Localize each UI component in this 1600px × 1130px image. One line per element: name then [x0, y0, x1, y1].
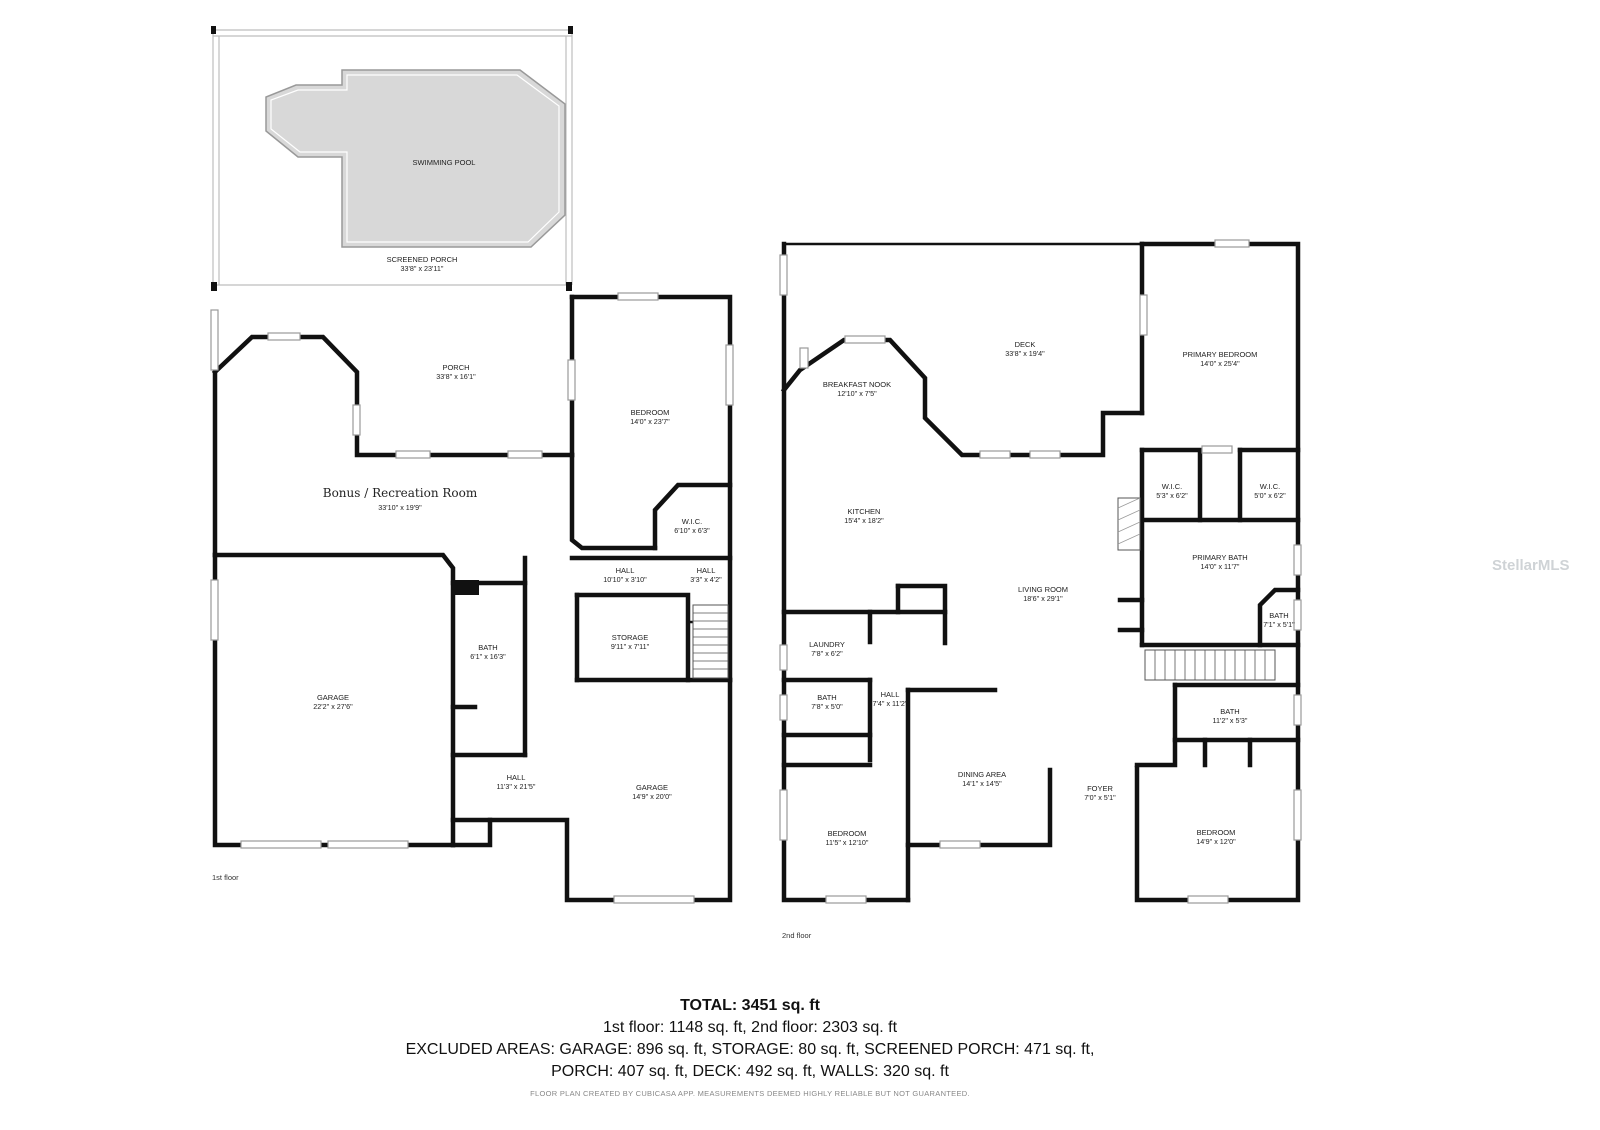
room-label: BATH — [1220, 707, 1239, 716]
room-dims: 14'1" x 14'5" — [962, 779, 1002, 788]
room-label: W.I.C. — [1162, 482, 1182, 491]
room-dims: 11'2" x 5'3" — [1213, 716, 1248, 725]
first-floor-windows — [210, 292, 734, 904]
room-label: BEDROOM — [631, 408, 670, 417]
room-label: PRIMARY BEDROOM — [1183, 350, 1258, 359]
room-dims: 14'9" x 12'0" — [1196, 837, 1236, 846]
room-label: LIVING ROOM — [1018, 585, 1068, 594]
first-floor-plan — [210, 26, 734, 904]
room-label: HALL — [697, 566, 716, 575]
room-label: HALL — [507, 773, 526, 782]
room-dims: 11'3" x 21'5" — [497, 782, 536, 791]
room-dims: 3'3" x 4'2" — [690, 575, 722, 584]
first-floor-walls — [211, 294, 733, 903]
room-label: SWIMMING POOL — [413, 158, 476, 167]
room-dims: 33'8" x 23'11" — [401, 264, 444, 273]
room-labels: SWIMMING POOL SCREENED PORCH 33'8" x 23'… — [313, 158, 1295, 847]
room-label: BEDROOM — [828, 829, 867, 838]
room-label: GARAGE — [636, 783, 668, 792]
area-summary: TOTAL: 3451 sq. ft 1st floor: 1148 sq. f… — [0, 995, 1500, 1098]
second-floor-stairs — [1144, 649, 1276, 681]
swimming-pool-outline — [265, 69, 566, 248]
room-label: SCREENED PORCH — [387, 255, 458, 264]
excluded-areas-line-2: PORCH: 407 sq. ft, DECK: 492 sq. ft, WAL… — [551, 1063, 949, 1080]
room-label: PRIMARY BATH — [1192, 553, 1247, 562]
room-label: Bonus / Recreation Room — [323, 486, 478, 500]
first-floor-stairs — [692, 604, 729, 679]
room-label: PORCH — [442, 363, 469, 372]
room-dims: 22'2" x 27'6" — [313, 702, 353, 711]
room-dims: 6'10" x 6'3" — [674, 526, 710, 535]
room-dims: 12'10" x 7'5" — [837, 389, 877, 398]
floor-caption-first: 1st floor — [212, 873, 239, 882]
total-area: TOTAL: 3451 sq. ft — [680, 997, 820, 1014]
excluded-areas-line-1: EXCLUDED AREAS: GARAGE: 896 sq. ft, STOR… — [405, 1041, 1095, 1058]
room-label: HALL — [616, 566, 635, 575]
room-dims: 7'8" x 6'2" — [811, 649, 843, 658]
room-label: FOYER — [1087, 784, 1113, 793]
room-label: HALL — [881, 690, 900, 699]
floor-caption-second: 2nd floor — [782, 931, 812, 940]
room-label: LAUNDRY — [809, 640, 845, 649]
room-dims: 14'0" x 11'7" — [1201, 562, 1240, 571]
room-dims: 33'8" x 16'1" — [436, 372, 476, 381]
room-dims: 7'1" x 5'1" — [1263, 620, 1295, 629]
room-dims: 5'0" x 6'2" — [1254, 491, 1286, 500]
room-dims: 9'11" x 7'11" — [611, 642, 650, 651]
room-label: BATH — [1269, 611, 1288, 620]
room-label: W.I.C. — [1260, 482, 1280, 491]
room-label: W.I.C. — [682, 517, 702, 526]
fireplace-hatch — [1117, 497, 1141, 551]
room-label: DINING AREA — [958, 770, 1006, 779]
room-label: DECK — [1015, 340, 1036, 349]
second-floor-windows — [779, 239, 1302, 904]
room-dims: 7'0" x 5'1" — [1084, 793, 1116, 802]
room-label: BEDROOM — [1197, 828, 1236, 837]
watermark: StellarMLS — [1492, 557, 1570, 574]
room-dims: 7'8" x 5'0" — [811, 702, 843, 711]
room-dims: 14'0" x 23'7" — [630, 417, 670, 426]
room-dims: 10'10" x 3'10" — [603, 575, 647, 584]
room-dims: 11'5" x 12'10" — [826, 838, 869, 847]
room-dims: 7'4" x 11'2" — [873, 699, 908, 708]
room-label: BATH — [817, 693, 836, 702]
room-dims: 15'4" x 18'2" — [844, 516, 884, 525]
room-dims: 33'10" x 19'9" — [378, 503, 422, 512]
screened-porch-enclosure — [211, 26, 573, 291]
room-dims: 33'8" x 19'4" — [1005, 349, 1045, 358]
room-dims: 14'0" x 25'4" — [1200, 359, 1240, 368]
floor-areas: 1st floor: 1148 sq. ft, 2nd floor: 2303 … — [602, 1019, 898, 1036]
room-label: GARAGE — [317, 693, 349, 702]
disclaimer: FLOOR PLAN CREATED BY CUBICASA APP. MEAS… — [530, 1089, 970, 1098]
room-label: KITCHEN — [848, 507, 881, 516]
room-dims: 6'1" x 16'3" — [470, 652, 506, 661]
room-dims: 18'6" x 29'1" — [1023, 594, 1063, 603]
room-label: BATH — [478, 643, 497, 652]
room-dims: 5'3" x 6'2" — [1156, 491, 1188, 500]
room-dims: 14'9" x 20'0" — [632, 792, 672, 801]
room-label: STORAGE — [612, 633, 649, 642]
second-floor-plan — [779, 239, 1302, 904]
room-label: BREAKFAST NOOK — [823, 380, 891, 389]
